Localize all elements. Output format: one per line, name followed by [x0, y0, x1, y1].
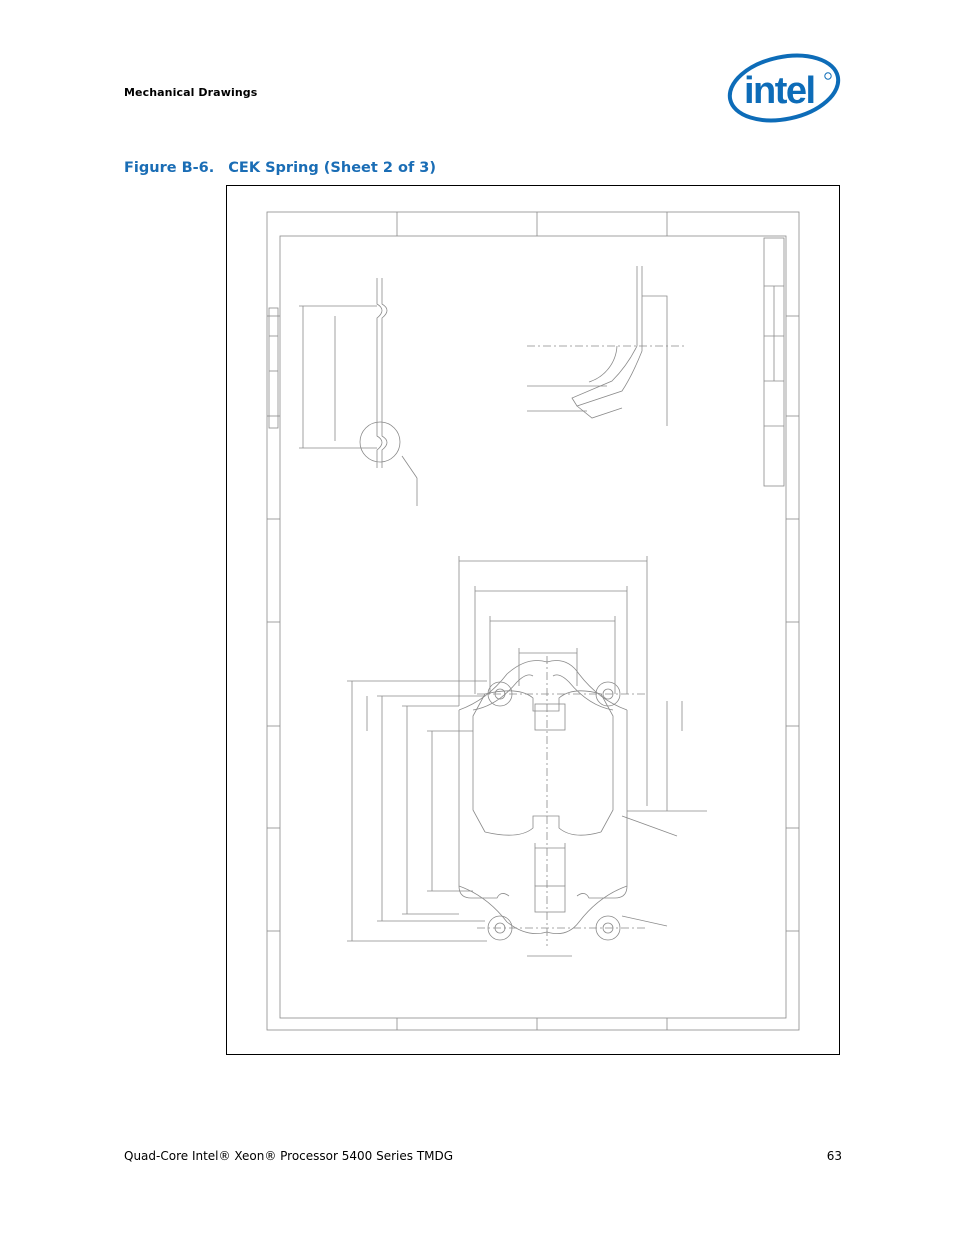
intel-logo-wordmark: intel [744, 70, 815, 112]
intel-logo: intel [727, 53, 841, 123]
figure-frame [226, 185, 840, 1055]
figure-title: CEK Spring (Sheet 2 of 3) [228, 160, 437, 176]
running-header: Mechanical Drawings [124, 86, 258, 99]
figure-caption: Figure B-6. CEK Spring (Sheet 2 of 3) [124, 160, 436, 176]
footer-doc-title: Quad-Core Intel® Xeon® Processor 5400 Se… [124, 1149, 454, 1163]
footer-page-number: 63 [826, 1149, 842, 1163]
figure-number: Figure B-6. [124, 160, 215, 176]
cek-spring-drawing [266, 211, 800, 1031]
